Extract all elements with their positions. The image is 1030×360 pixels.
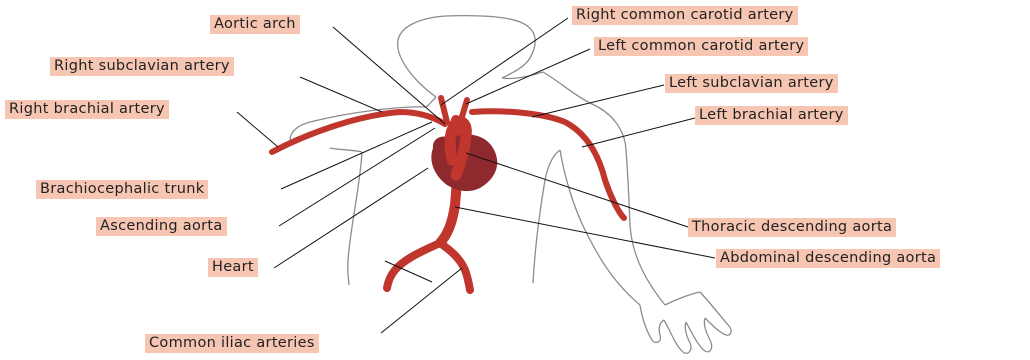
leader-ascending-aorta [279, 128, 435, 226]
leader-right-subclavian [300, 77, 382, 112]
leader-abdominal-aorta [455, 207, 715, 258]
head-outline [398, 16, 536, 97]
hand-outline [640, 292, 731, 353]
leader-heart [274, 168, 428, 268]
leader-brachiocephalic [281, 122, 432, 189]
label-left-brachial-artery: Left brachial artery [695, 106, 848, 125]
body-outline [290, 16, 731, 354]
label-aortic-arch: Aortic arch [210, 15, 300, 34]
label-right-subclavian-artery: Right subclavian artery [50, 57, 234, 76]
label-heart: Heart [208, 258, 258, 277]
label-left-subclavian-artery: Left subclavian artery [665, 74, 838, 93]
leader-right-brachial [237, 112, 278, 147]
leader-left-subclavian [532, 85, 664, 117]
leader-left-carotid [466, 49, 590, 104]
label-right-brachial-artery: Right brachial artery [5, 100, 169, 119]
left-shoulder-outline [543, 72, 665, 305]
neck-left-outline [426, 97, 436, 107]
label-thoracic-descending-aorta: Thoracic descending aorta [688, 218, 896, 237]
label-right-common-carotid-artery: Right common carotid artery [572, 6, 798, 25]
label-abdominal-descending-aorta: Abdominal descending aorta [716, 249, 940, 268]
label-common-iliac-arteries: Common iliac arteries [145, 334, 319, 353]
leader-left-brachial [582, 118, 695, 147]
leader-aortic-arch [333, 27, 445, 124]
label-brachiocephalic-trunk: Brachiocephalic trunk [36, 180, 208, 199]
right-arm-artery [272, 112, 445, 152]
left-iliac-artery [440, 243, 470, 290]
right-inner-arm-outline [330, 148, 362, 152]
label-left-common-carotid-artery: Left common carotid artery [594, 37, 808, 56]
left-torso-outline [533, 150, 560, 283]
label-ascending-aorta: Ascending aorta [96, 217, 227, 236]
leader-right-carotid [441, 18, 568, 105]
